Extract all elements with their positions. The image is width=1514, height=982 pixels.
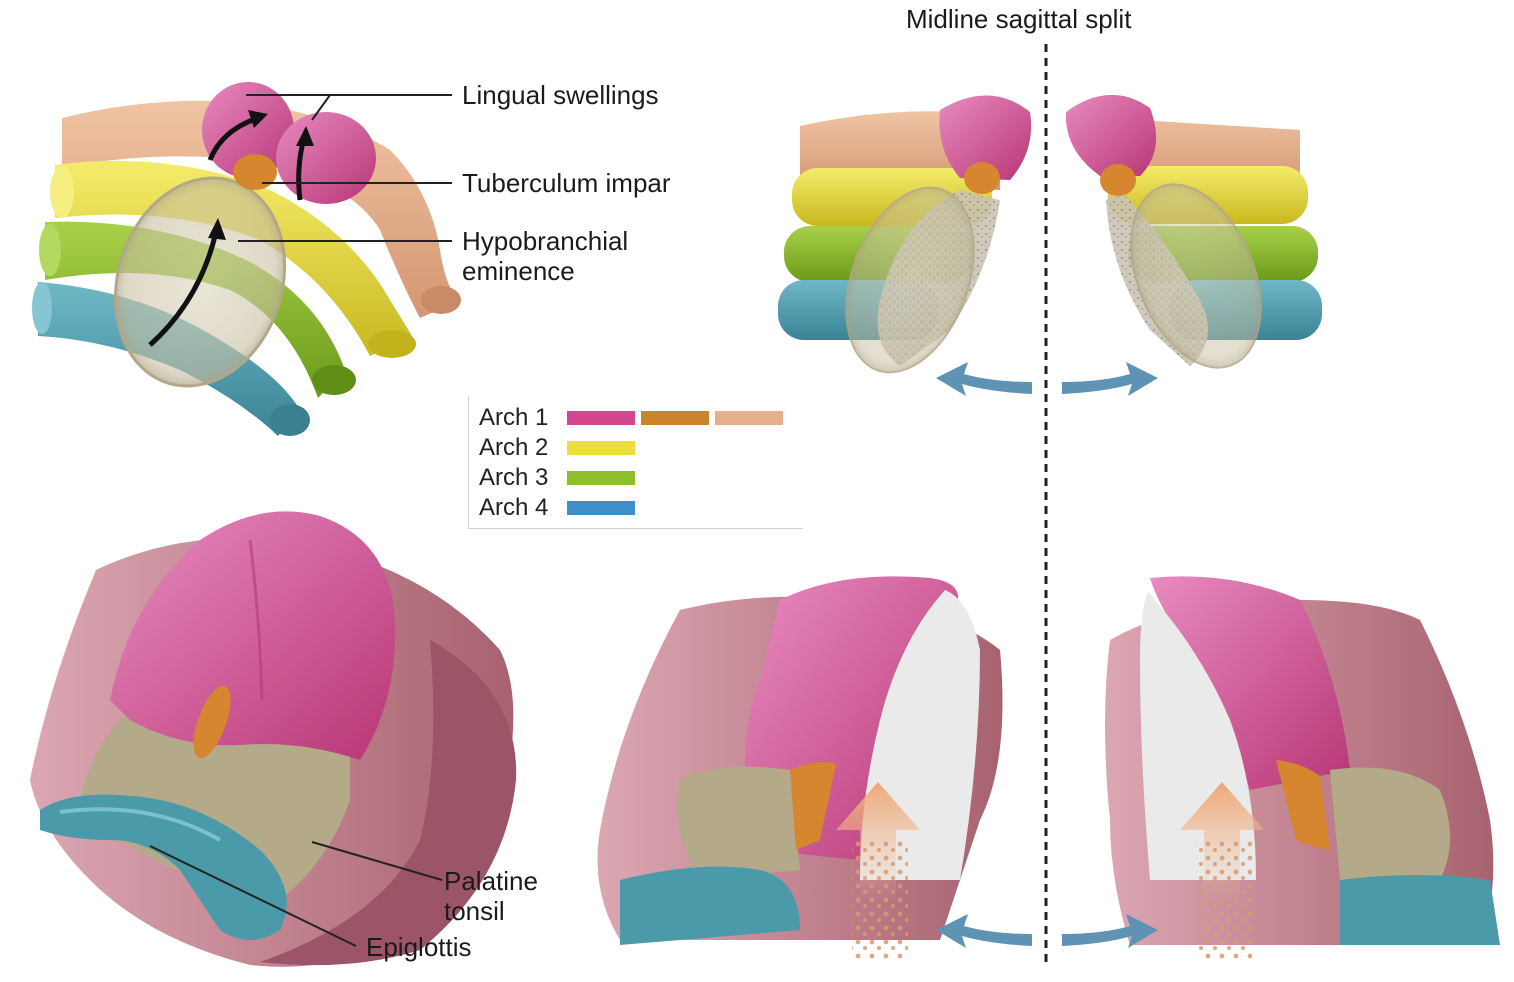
- split-right-eminence: [1130, 183, 1262, 369]
- median-sulcus: [248, 539, 264, 701]
- legend-label-arch2: Arch 2: [479, 434, 549, 461]
- split-left-eminence: [845, 186, 975, 374]
- split-arrow-left-top: [936, 362, 1032, 396]
- legend-label-arch4: Arch 4: [479, 494, 549, 521]
- growth-dots-left: [852, 840, 908, 960]
- legend-row-arch2: Arch 2: [479, 434, 641, 462]
- legend-swatch-arch1-pink: [567, 411, 635, 425]
- legend-label-arch1: Arch 1: [479, 404, 549, 431]
- split-arrow-right-top: [1062, 362, 1158, 396]
- growth-arrowhead-2: [296, 126, 314, 146]
- split-left-pink: [939, 95, 1032, 180]
- foramen-cecum-mark: [193, 685, 231, 759]
- growth-arrowhead-3: [208, 218, 226, 240]
- growth-dots-right: [1196, 840, 1252, 960]
- legend-swatch-arch4: [567, 501, 635, 515]
- palatine-label-line1: Palatine: [444, 866, 538, 896]
- legend-swatch-arch1-orange: [641, 411, 709, 425]
- split-left-orange: [964, 162, 1000, 194]
- tongue-root: [80, 698, 350, 900]
- arch2-yellow-band: [55, 160, 412, 356]
- split-title-label: Midline sagittal split: [906, 4, 1132, 34]
- split-arches: [778, 94, 1322, 396]
- hypobranchial-label-line1: Hypobranchial: [462, 226, 629, 256]
- arch1-tan-end: [421, 286, 461, 314]
- split-right-tongue-pink: [1150, 576, 1350, 790]
- split-left-epiglottis: [620, 866, 800, 945]
- lingual-swelling-right: [276, 112, 376, 204]
- epiglottis-highlight: [59, 807, 221, 842]
- split-right-root: [1330, 767, 1450, 880]
- epiglottis-shape: [40, 794, 287, 940]
- growth-arrowhead-1: [248, 110, 268, 128]
- arch3-green-end: [312, 365, 356, 395]
- split-arrow-right-bottom: [1062, 914, 1158, 948]
- split-left-root: [677, 766, 800, 880]
- arch4-teal-cap: [32, 282, 52, 334]
- arches-overview: [32, 82, 461, 436]
- split-right-orange: [1100, 164, 1136, 196]
- split-tongue: [597, 576, 1500, 960]
- legend-swatch-arch3: [567, 471, 635, 485]
- hypobranchial-label-line2: eminence: [462, 256, 575, 286]
- arch2-yellow-end: [368, 330, 416, 358]
- leader-lingual-2: [311, 94, 331, 121]
- developed-tongue: [30, 511, 517, 967]
- leader-palatine: [311, 841, 443, 881]
- growth-arrow-3: [148, 231, 219, 347]
- split-left-orange-strip: [790, 762, 836, 850]
- split-right-orange-strip: [1276, 760, 1330, 850]
- arch-color-legend: Arch 1 Arch 2 Arch 3 Arch 4: [468, 396, 803, 529]
- arch3-green-cap: [39, 224, 61, 276]
- tongue-body: [110, 511, 396, 760]
- arch4-teal-end: [270, 404, 310, 436]
- legend-swatch-arch2: [567, 441, 635, 455]
- tuberculum-impar-shape: [233, 154, 277, 190]
- split-right-epiglottis: [1340, 875, 1500, 945]
- legend-label-arch3: Arch 3: [479, 464, 549, 491]
- split-right-pink: [1065, 94, 1157, 176]
- arch2-yellow-cap: [50, 166, 74, 218]
- split-arrow-left-bottom: [936, 914, 1032, 948]
- legend-row-arch4: Arch 4: [479, 494, 641, 522]
- palatine-label-line2: tonsil: [444, 896, 505, 926]
- pharynx-cut-edge: [260, 640, 517, 966]
- legend-row-arch1: Arch 1: [479, 404, 789, 432]
- lingual-swelling-left: [202, 82, 294, 178]
- lingual-swellings-label: Lingual swellings: [462, 80, 659, 110]
- leader-epiglottis: [149, 845, 357, 947]
- legend-row-arch3: Arch 3: [479, 464, 641, 492]
- epiglottis-label: Epiglottis: [366, 932, 472, 962]
- tuberculum-impar-label: Tuberculum impar: [462, 168, 671, 198]
- legend-swatch-arch1-tan: [715, 411, 783, 425]
